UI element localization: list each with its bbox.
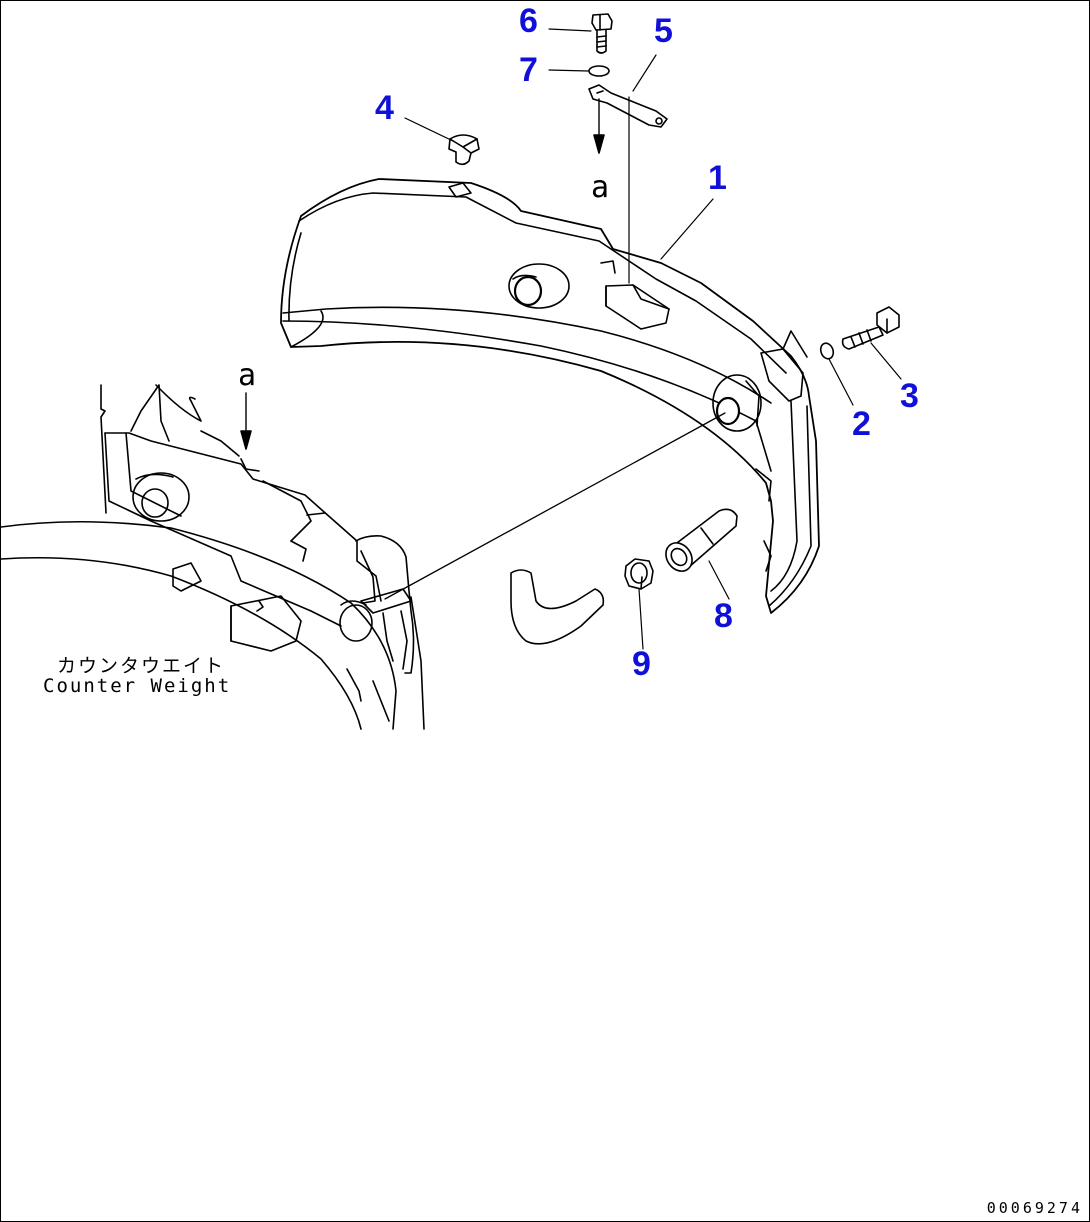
- callout-5: 5: [654, 12, 673, 50]
- cover-part-1: [280, 178, 820, 614]
- callout-8: 8: [714, 597, 733, 635]
- hose-segment: [510, 569, 605, 645]
- drawing-number: 00069274: [986, 1199, 1083, 1217]
- counter-weight: [1, 384, 425, 730]
- callout-2: 2: [852, 405, 871, 443]
- alignment-line: [384, 412, 726, 600]
- bracket-part-5: [588, 84, 668, 284]
- washer-part-2: [819, 342, 835, 360]
- reference-mark-lower: a: [238, 358, 257, 393]
- plug-part-4: [448, 134, 480, 166]
- nut-part-9: [624, 558, 654, 590]
- fitting-part-8: [665, 508, 738, 572]
- bolt-part-3: [841, 306, 900, 350]
- reference-arrow-lower: [240, 392, 252, 450]
- counter-weight-label-english: Counter Weight: [43, 675, 232, 697]
- callout-6: 6: [519, 2, 538, 40]
- counter-weight-label-japanese: カウンタウエイト: [57, 655, 226, 677]
- callout-4: 4: [375, 89, 394, 127]
- callout-3: 3: [900, 377, 919, 415]
- reference-mark-upper: a: [591, 170, 610, 205]
- reference-arrow-upper: [593, 98, 605, 154]
- washer-part-7: [588, 65, 610, 77]
- callout-7: 7: [519, 51, 538, 89]
- callout-1: 1: [708, 159, 727, 197]
- bolt-part-6: [591, 13, 613, 54]
- callout-9: 9: [632, 645, 651, 683]
- callout-leaders: [404, 28, 902, 650]
